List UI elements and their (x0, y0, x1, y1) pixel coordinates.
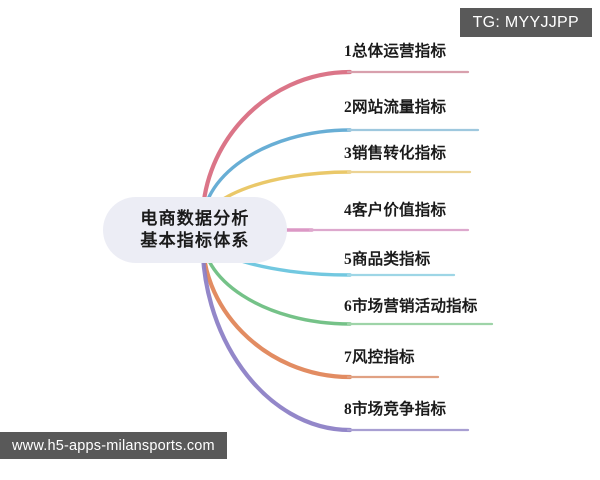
central-topic-node[interactable]: 电商数据分析 基本指标体系 (103, 197, 287, 263)
central-topic-line-1: 电商数据分析 (140, 208, 250, 228)
branch-label-5[interactable]: 5商品类指标 (344, 251, 431, 268)
branch-curve-8[interactable] (200, 227, 353, 433)
telegram-watermark-badge: TG: MYYJJPP (459, 8, 592, 37)
telegram-watermark-text: TG: MYYJJPP (472, 13, 579, 31)
central-topic-line-2: 基本指标体系 (140, 231, 250, 250)
branch-label-2[interactable]: 2网站流量指标 (344, 99, 447, 116)
website-watermark-text: www.h5-apps-milansports.com (12, 437, 215, 454)
branch-label-4[interactable]: 4客户价值指标 (344, 202, 447, 219)
branch-label-8[interactable]: 8市场竞争指标 (344, 401, 447, 418)
branch-label-6[interactable]: 6市场营销活动指标 (344, 298, 478, 315)
branch-label-3[interactable]: 3销售转化指标 (344, 145, 447, 162)
website-watermark-badge: www.h5-apps-milansports.com (0, 432, 227, 459)
branch-label-7[interactable]: 7风控指标 (344, 349, 415, 366)
branch-label-1[interactable]: 1总体运营指标 (344, 43, 447, 60)
